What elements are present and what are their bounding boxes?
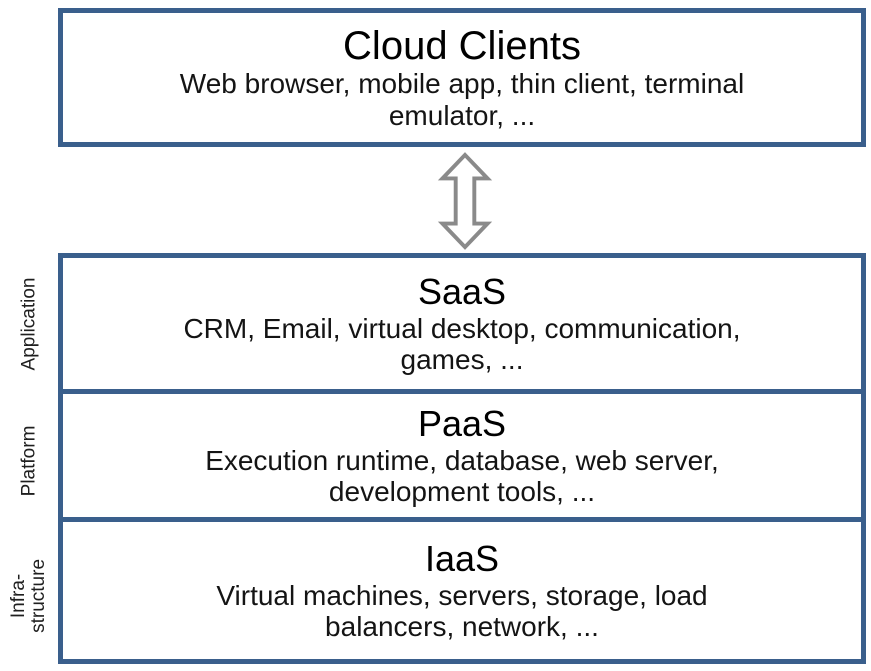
application-side-label-wrap: Application <box>0 253 58 394</box>
cloud-clients-title: Cloud Clients <box>343 24 581 69</box>
saas-examples-line-1: CRM, Email, virtual desktop, communicati… <box>183 312 741 344</box>
infrastructure-side-label-line-2: structure <box>28 558 50 633</box>
iaas-box: IaaS Virtual machines, servers, storage,… <box>63 522 861 659</box>
service-layers-stack: SaaS CRM, Email, virtual desktop, commun… <box>58 253 866 664</box>
saas-examples-line-2: games, ... <box>400 344 524 376</box>
iaas-examples-line-1: Virtual machines, servers, storage, load <box>216 579 708 611</box>
application-side-label: Application <box>18 277 40 370</box>
saas-title: SaaS <box>417 271 507 313</box>
paas-examples-line-2: development tools, ... <box>328 476 596 508</box>
infrastructure-side-label-wrap: Infra- structure <box>0 527 58 664</box>
cloud-clients-box: Cloud Clients Web browser, mobile app, t… <box>58 8 866 147</box>
infrastructure-side-label-line-1: Infra- <box>8 573 30 618</box>
cloud-clients-examples-line-2: emulator, ... <box>388 99 536 131</box>
platform-side-label-wrap: Platform <box>0 394 58 527</box>
paas-box: PaaS Execution runtime, database, web se… <box>63 394 861 522</box>
iaas-title: IaaS <box>424 538 500 580</box>
paas-title: PaaS <box>417 403 507 445</box>
iaas-examples-line-2: balancers, network, ... <box>325 611 599 643</box>
up-down-arrow-icon <box>437 152 493 250</box>
paas-examples-line-1: Execution runtime, database, web server, <box>205 444 719 476</box>
saas-box: SaaS CRM, Email, virtual desktop, commun… <box>63 258 861 394</box>
cloud-clients-examples-line-1: Web browser, mobile app, thin client, te… <box>179 68 745 100</box>
infrastructure-side-label: Infra- structure <box>8 558 50 633</box>
platform-side-label: Platform <box>18 425 40 496</box>
